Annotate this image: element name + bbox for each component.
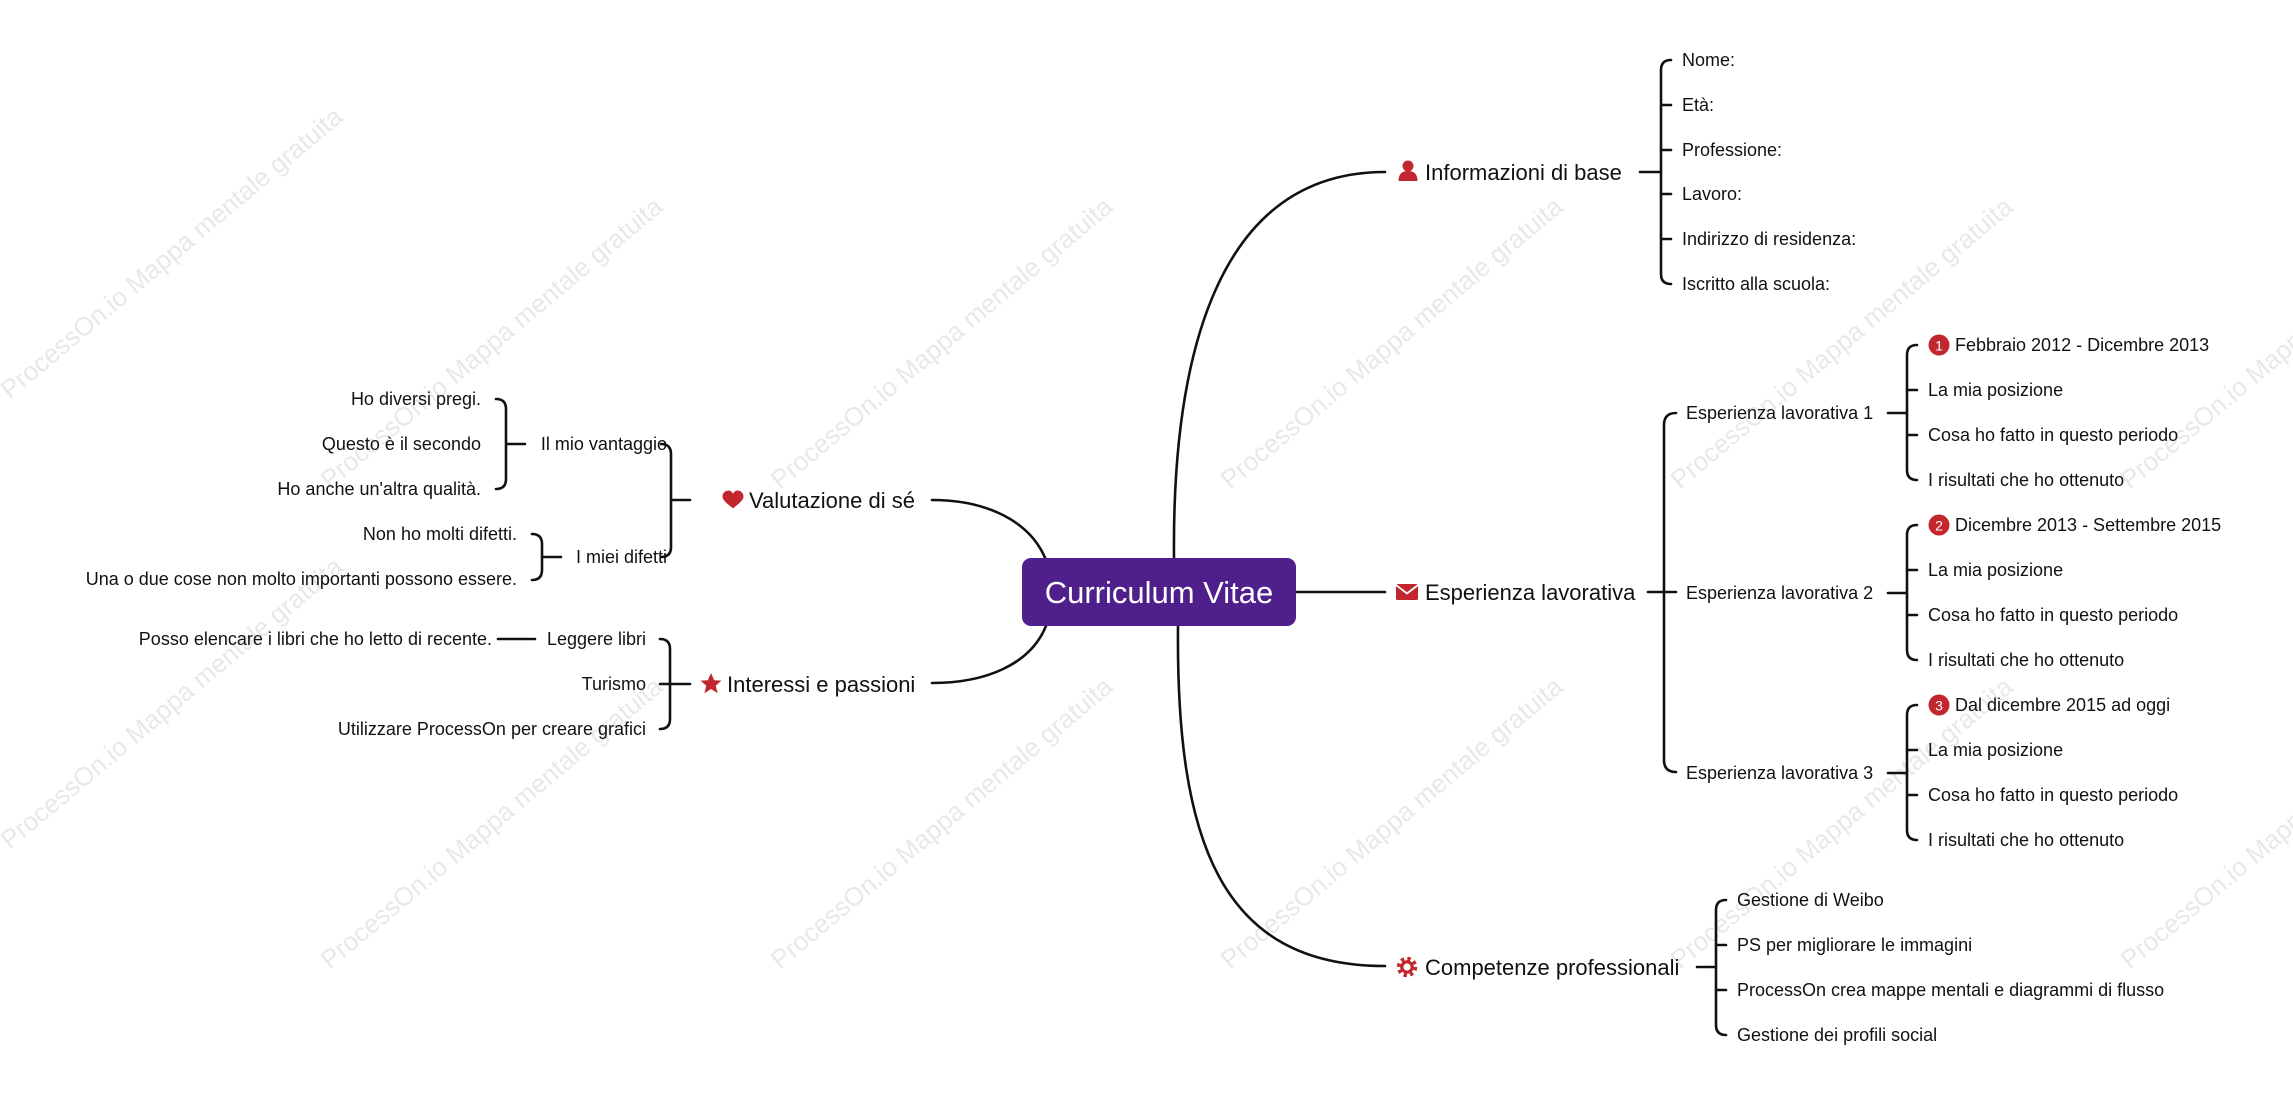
bracket-skills xyxy=(1695,898,1728,1037)
list-item: Nome: xyxy=(1682,50,1735,70)
watermark-12: ProcessOn.io Mappa mentale gratuita xyxy=(2115,671,2293,975)
svg-text:2: 2 xyxy=(1935,518,1943,534)
job-1[interactable]: Esperienza lavorativa 1 xyxy=(1686,403,1873,423)
link-interests xyxy=(930,624,1048,685)
envelope-icon xyxy=(1395,584,1419,600)
books-detail: Posso elencare i libri che ho letto di r… xyxy=(139,629,492,649)
list-item: Febbraio 2012 - Dicembre 2013 xyxy=(1955,335,2209,355)
list-item: Lavoro: xyxy=(1682,184,1742,204)
list-item: La mia posizione xyxy=(1928,560,2063,580)
bracket-job-1 xyxy=(1886,343,1919,482)
branch-label-self: Valutazione di sé xyxy=(749,488,915,513)
list-item: Ho anche un'altra qualità. xyxy=(277,479,481,499)
list-item: Dicembre 2013 - Settembre 2015 xyxy=(1955,515,2221,535)
job-2-items: 2 Dicembre 2013 - Settembre 2015 La mia … xyxy=(1928,514,2221,670)
watermark-1: ProcessOn.io Mappa mentale gratuita xyxy=(0,101,349,405)
defects-items: Non ho molti difetti. Una o due cose non… xyxy=(86,524,517,589)
bracket-advantage xyxy=(494,397,527,491)
watermark-5: ProcessOn.io Mappa mentale gratuita xyxy=(765,191,1119,495)
list-item: I risultati che ho ottenuto xyxy=(1928,650,2124,670)
list-item: Professione: xyxy=(1682,140,1782,160)
list-item: I risultati che ho ottenuto xyxy=(1928,470,2124,490)
root-node[interactable]: Curriculum Vitae xyxy=(1022,558,1296,626)
bracket-info xyxy=(1638,58,1673,286)
self-group-advantage[interactable]: Il mio vantaggio xyxy=(541,434,667,454)
branch-interests[interactable]: Interessi e passioni xyxy=(700,672,916,697)
branch-label-skills: Competenze professionali xyxy=(1425,955,1679,980)
number-3-badge-icon: 3 xyxy=(1928,694,1950,716)
info-items: Nome: Età: Professione: Lavoro: Indirizz… xyxy=(1682,50,1856,294)
heart-icon xyxy=(722,490,744,509)
watermark-7: ProcessOn.io Mappa mentale gratuita xyxy=(1215,191,1569,495)
list-item: Non ho molti difetti. xyxy=(363,524,517,544)
list-item: Iscritto alla scuola: xyxy=(1682,274,1830,294)
root-node-box xyxy=(1022,558,1296,626)
watermark-2: ProcessOn.io Mappa mentale gratuita xyxy=(0,551,349,855)
list-item: Età: xyxy=(1682,95,1714,115)
group-label: I miei difetti xyxy=(576,547,667,567)
number-2-badge-icon: 2 xyxy=(1928,514,1950,536)
job-label: Esperienza lavorativa 1 xyxy=(1686,403,1873,423)
list-item: Ho diversi pregi. xyxy=(351,389,481,409)
list-item: Gestione dei profili social xyxy=(1737,1025,1937,1045)
job-3-items: 3 Dal dicembre 2015 ad oggi La mia posiz… xyxy=(1928,694,2178,850)
branch-label-interests: Interessi e passioni xyxy=(727,672,915,697)
link-self xyxy=(930,498,1048,562)
branch-skills[interactable]: Competenze professionali xyxy=(1396,955,1679,980)
list-item: Indirizzo di residenza: xyxy=(1682,229,1856,249)
bracket-work xyxy=(1646,411,1678,774)
link-skills xyxy=(1176,624,1387,968)
list-item: La mia posizione xyxy=(1928,380,2063,400)
skills-items: Gestione di Weibo PS per migliorare le i… xyxy=(1737,890,2164,1045)
list-item: Utilizzare ProcessOn per creare grafici xyxy=(338,719,646,739)
bracket-interests xyxy=(658,637,692,731)
bracket-job-2 xyxy=(1886,523,1919,662)
bracket-job-3 xyxy=(1886,703,1919,842)
bracket-defects xyxy=(530,532,563,582)
branch-label-info: Informazioni di base xyxy=(1425,160,1622,185)
watermark-10: ProcessOn.io Mappa mentale gratuita xyxy=(1665,671,2019,975)
svg-text:1: 1 xyxy=(1935,338,1943,354)
list-item: ProcessOn crea mappe mentali e diagrammi… xyxy=(1737,980,2164,1000)
job-1-items: 1 Febbraio 2012 - Dicembre 2013 La mia p… xyxy=(1928,334,2209,490)
list-item: Cosa ho fatto in questo periodo xyxy=(1928,785,2178,805)
watermark-6: ProcessOn.io Mappa mentale gratuita xyxy=(765,671,1119,975)
link-info xyxy=(1172,170,1387,560)
list-item: Cosa ho fatto in questo periodo xyxy=(1928,605,2178,625)
list-item: Gestione di Weibo xyxy=(1737,890,1884,910)
root-label: Curriculum Vitae xyxy=(1045,575,1274,610)
job-2[interactable]: Esperienza lavorativa 2 xyxy=(1686,583,1873,603)
branch-self[interactable]: Valutazione di sé xyxy=(722,488,915,513)
list-item: PS per migliorare le immagini xyxy=(1737,935,1972,955)
branch-work[interactable]: Esperienza lavorativa xyxy=(1395,580,1636,605)
number-1-badge-icon: 1 xyxy=(1928,334,1950,356)
branch-label-work: Esperienza lavorativa xyxy=(1425,580,1636,605)
list-item: Leggere libri xyxy=(547,629,646,649)
advantage-items: Ho diversi pregi. Questo è il secondo Ho… xyxy=(277,389,481,499)
list-item: Cosa ho fatto in questo periodo xyxy=(1928,425,2178,445)
gear-icon xyxy=(1396,956,1418,978)
list-item: Dal dicembre 2015 ad oggi xyxy=(1955,695,2170,715)
list-item: Una o due cose non molto importanti poss… xyxy=(86,569,517,589)
bracket-self xyxy=(659,442,692,559)
interests-items: Leggere libri Turismo Utilizzare Process… xyxy=(338,629,646,739)
root-links xyxy=(930,170,1387,968)
list-item: Questo è il secondo xyxy=(322,434,481,454)
job-3[interactable]: Esperienza lavorativa 3 xyxy=(1686,763,1873,783)
branch-info[interactable]: Informazioni di base xyxy=(1398,160,1622,185)
list-item: La mia posizione xyxy=(1928,740,2063,760)
group-label: Il mio vantaggio xyxy=(541,434,667,454)
job-label: Esperienza lavorativa 2 xyxy=(1686,583,1873,603)
person-icon xyxy=(1398,160,1418,181)
list-item: Turismo xyxy=(582,674,646,694)
watermark-8: ProcessOn.io Mappa mentale gratuita xyxy=(1215,671,1569,975)
watermark-4: ProcessOn.io Mappa mentale gratuita xyxy=(315,671,669,975)
job-label: Esperienza lavorativa 3 xyxy=(1686,763,1873,783)
svg-text:3: 3 xyxy=(1935,698,1943,714)
self-group-defects[interactable]: I miei difetti xyxy=(576,547,667,567)
star-icon xyxy=(700,673,722,694)
list-item: I risultati che ho ottenuto xyxy=(1928,830,2124,850)
